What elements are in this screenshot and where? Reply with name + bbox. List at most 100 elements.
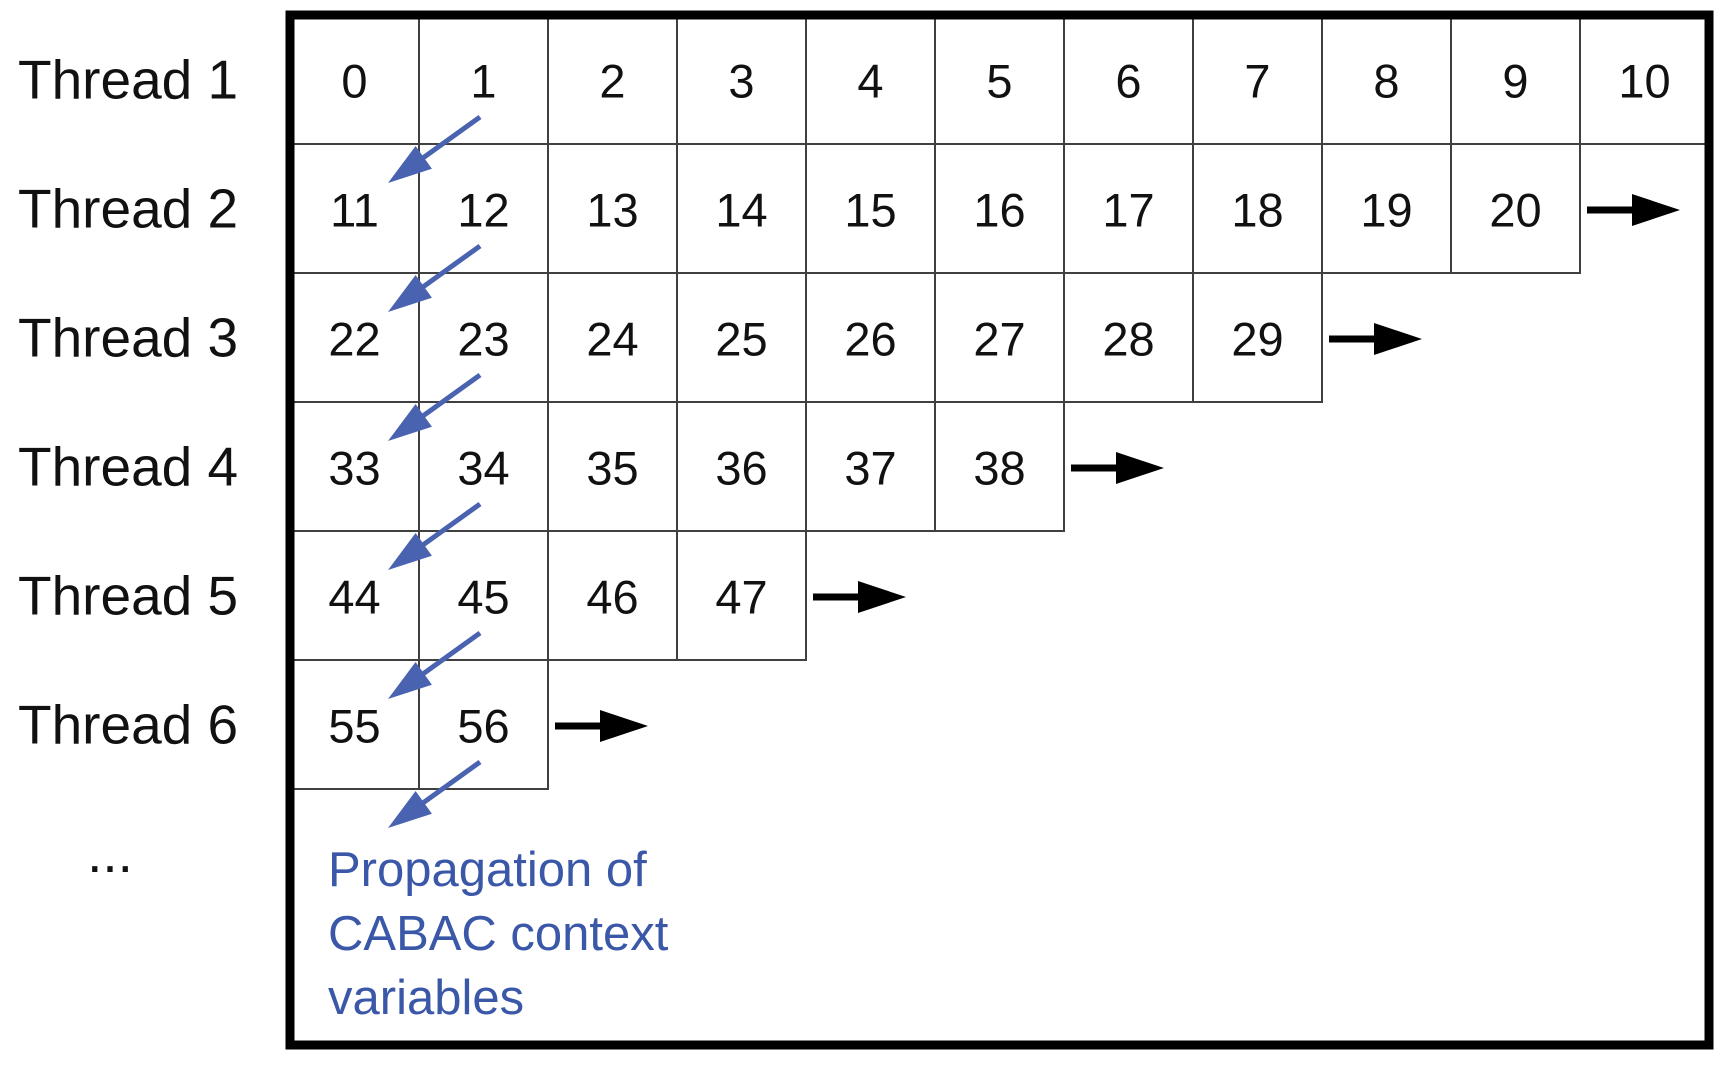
context-propagation-arrows [388,114,482,828]
picture-boundary-border [285,10,1714,1050]
grid-cell [676,530,807,661]
cell-number: 19 [1360,184,1412,237]
row-continue-arrow-icon [813,581,906,613]
grid-cell [676,14,807,145]
grid-cell [676,272,807,403]
arrow-shaft [417,630,482,679]
cell-number: 2 [599,55,625,108]
cell-number: 10 [1618,55,1670,108]
annotation-line: variables [328,971,524,1025]
context-propagation-arrow-icon [388,114,482,183]
grid-cell [934,14,1065,145]
cell-number: 20 [1489,184,1541,237]
grid-cell [805,401,936,532]
cell-number: 9 [1502,55,1528,108]
context-propagation-arrow-icon [388,630,482,699]
arrow-shaft [417,759,482,808]
thread-label: Thread 4 [18,436,238,498]
cell-number: 28 [1102,313,1154,366]
grid-cell [1192,272,1323,403]
cell-number: 24 [586,313,638,366]
cell-number: 45 [457,571,509,624]
arrow-shaft [417,243,482,292]
grid-cell [418,530,549,661]
cell-number: 26 [844,313,896,366]
arrow-head [388,790,432,828]
propagation-annotation: Propagation of CABAC context variables [328,843,669,1025]
context-propagation-arrow-icon [388,759,482,828]
grid-cell [418,14,549,145]
grid-cell [289,659,420,790]
grid-cell [289,143,420,274]
cell-number: 46 [586,571,638,624]
cell-number: 47 [715,571,767,624]
grid-cell [289,272,420,403]
cell-number: 36 [715,442,767,495]
arrow-head [600,710,648,742]
arrow-shaft [417,372,482,421]
context-propagation-arrow-icon [388,372,482,441]
grid-cell [1192,143,1323,274]
cell-number: 33 [328,442,380,495]
grid-cell [289,14,420,145]
grid-cell [934,143,1065,274]
cell-number: 35 [586,442,638,495]
grid-cell [1063,272,1194,403]
arrow-head [1632,194,1680,226]
arrow-head [388,145,432,183]
row-continue-arrows [555,194,1680,742]
cell-number: 55 [328,700,380,753]
cell-number: 12 [457,184,509,237]
grid-cell [547,143,678,274]
cell-number: 37 [844,442,896,495]
arrow-head [388,403,432,441]
annotation-line: CABAC context [328,907,669,961]
cell-number: 18 [1231,184,1283,237]
thread-label: Thread 3 [18,307,238,369]
cell-number: 7 [1244,55,1270,108]
grid-cell [547,530,678,661]
more-threads-ellipsis: ... [87,822,133,884]
cell-number: 6 [1115,55,1141,108]
grid-cell [418,401,549,532]
cell-number: 29 [1231,313,1283,366]
arrow-head [388,532,432,570]
cell-number: 16 [973,184,1025,237]
cell-number: 27 [973,313,1025,366]
arrow-shaft [417,501,482,550]
cell-number: 23 [457,313,509,366]
cell-number: 17 [1102,184,1154,237]
arrow-head [1374,323,1422,355]
grid-cell [1450,143,1581,274]
cell-number: 44 [328,571,380,624]
grid-cell [934,272,1065,403]
row-continue-arrow-icon [1071,452,1164,484]
cell-number: 3 [728,55,754,108]
grid-cell [1450,14,1581,145]
cell-number: 8 [1373,55,1399,108]
grid-cell [1063,143,1194,274]
grid-cell [418,272,549,403]
cell-number: 22 [328,313,380,366]
row-continue-arrow-icon [1587,194,1680,226]
thread-label: Thread 2 [18,178,238,240]
thread-label: Thread 1 [18,49,238,111]
arrow-head [1116,452,1164,484]
arrow-head [388,661,432,699]
arrow-head [388,274,432,312]
annotation-line: Propagation of [328,843,647,897]
cell-number: 15 [844,184,896,237]
cell-number: 56 [457,700,509,753]
cell-number: 34 [457,442,509,495]
row-continue-arrow-icon [1329,323,1422,355]
cell-number: 13 [586,184,638,237]
thread-label: Thread 6 [18,694,238,756]
context-propagation-arrow-icon [388,501,482,570]
grid-cell [1192,14,1323,145]
context-propagation-arrow-icon [388,243,482,312]
cell-number: 4 [857,55,883,108]
